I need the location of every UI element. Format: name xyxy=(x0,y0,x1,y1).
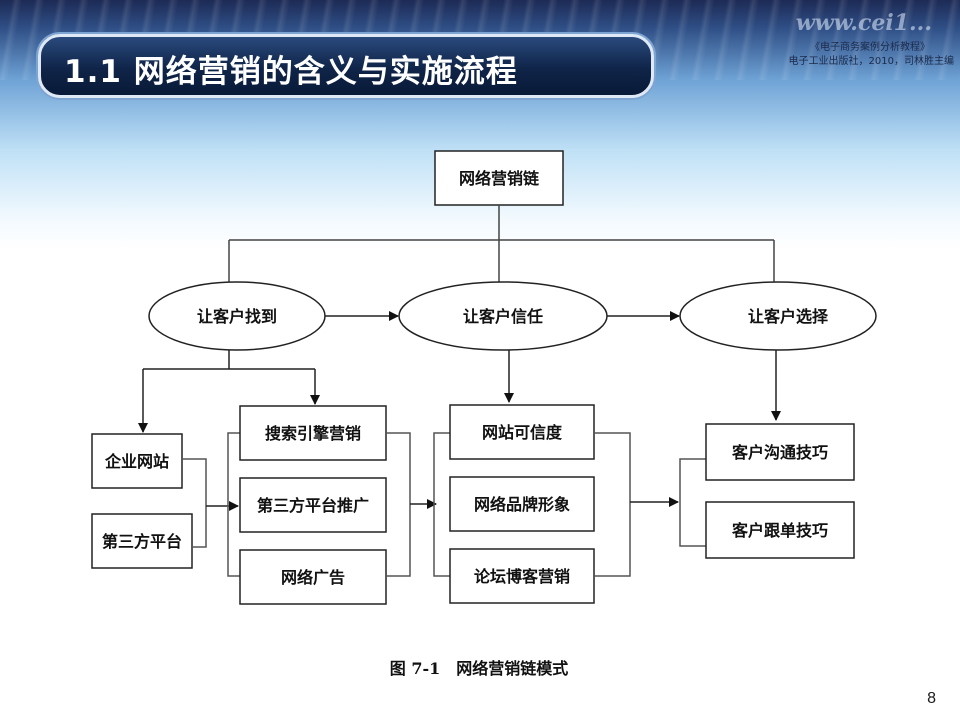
trust-brand-box xyxy=(449,476,595,532)
stage-trust-label: 让客户信任 xyxy=(463,307,543,326)
page-number: 8 xyxy=(927,690,936,707)
figure-caption: 图 7-1 网络营销链模式 xyxy=(390,659,568,678)
publisher-info: 电子工业出版社，2010，司林胜主编 xyxy=(788,56,954,67)
source-platform-box xyxy=(91,513,193,569)
method-ads-label: 网络广告 xyxy=(281,568,345,587)
choice-left-bracket xyxy=(679,458,706,547)
trust-left-bracket xyxy=(433,432,450,577)
stage-choose-ellipse xyxy=(679,281,877,351)
method-ads-box xyxy=(239,549,387,605)
sources-bracket xyxy=(182,458,239,548)
choice-communication-box xyxy=(705,423,855,481)
book-title: 《电子商务案例分析教程》 xyxy=(810,42,930,53)
find-methods-left-bracket xyxy=(227,432,240,577)
choice-followup-box xyxy=(705,501,855,559)
method-sem-box xyxy=(239,405,387,461)
choice-communication-label: 客户沟通技巧 xyxy=(732,443,828,462)
trust-forum-label: 论坛博客营销 xyxy=(474,567,570,586)
source-platform-label: 第三方平台 xyxy=(102,532,182,551)
choice-followup-label: 客户跟单技巧 xyxy=(732,521,828,540)
source-website-label: 企业网站 xyxy=(104,452,169,471)
trust-forum-box xyxy=(449,548,595,604)
trust-credibility-box xyxy=(449,404,595,460)
trust-brand-label: 网络品牌形象 xyxy=(474,495,570,514)
root-label: 网络营销链 xyxy=(459,169,540,188)
brand-watermark: www.cei1... xyxy=(795,10,932,36)
slide-title: 1.1 网络营销的含义与实施流程 xyxy=(64,54,518,90)
stage-choose-label: 让客户选择 xyxy=(748,307,829,326)
trust-credibility-label: 网站可信度 xyxy=(482,423,563,442)
stage-find-label: 让客户找到 xyxy=(197,307,277,326)
method-sem-label: 搜索引擎营销 xyxy=(265,424,361,443)
root-box xyxy=(434,150,564,206)
find-branch-connectors xyxy=(138,350,320,433)
method-thirdparty-label: 第三方平台推广 xyxy=(257,496,369,515)
find-methods-right-bracket xyxy=(386,432,437,577)
trust-right-bracket xyxy=(594,432,679,577)
source-website-box xyxy=(91,433,183,489)
root-connectors xyxy=(228,205,775,282)
title-banner xyxy=(38,34,654,98)
method-thirdparty-box xyxy=(239,477,387,533)
